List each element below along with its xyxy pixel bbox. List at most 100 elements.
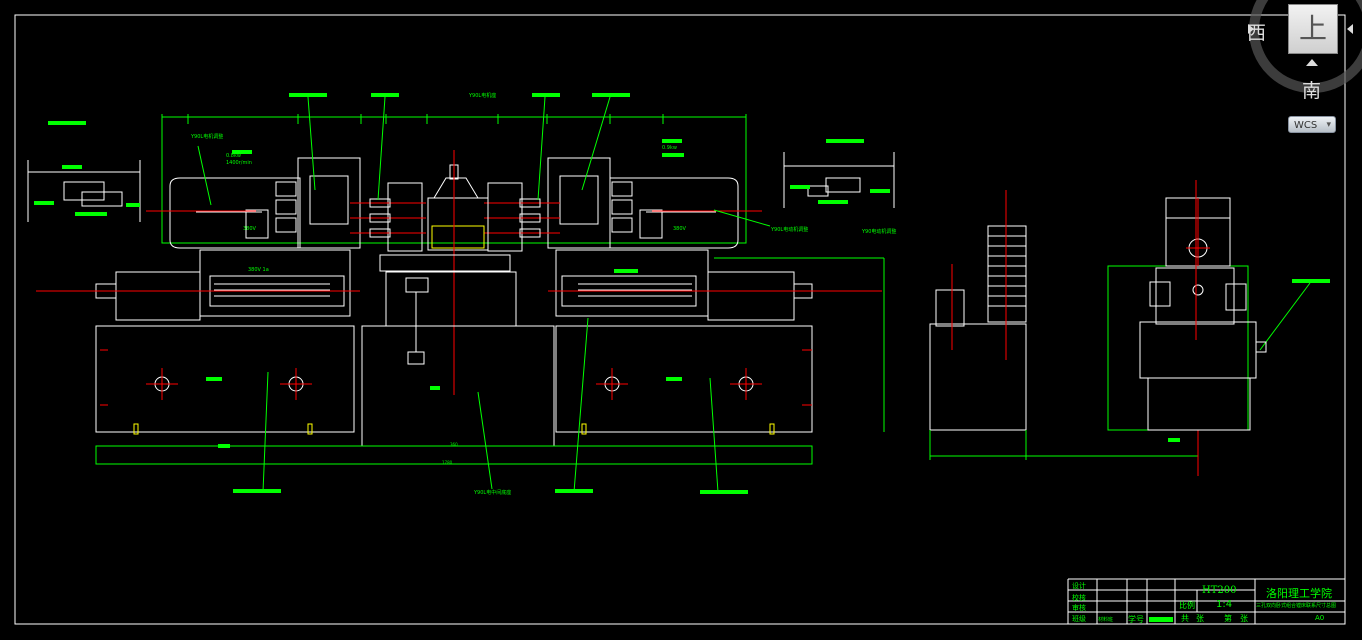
title-block-sheet-unit2: 张 [1240, 614, 1248, 623]
viewcube-west-label[interactable]: 西 [1247, 22, 1267, 44]
leader-line [262, 371, 269, 493]
right-hydraulic-cylinder [707, 271, 795, 321]
side-view-handle [1255, 341, 1267, 353]
side-view-bore-small [1192, 284, 1204, 296]
arrow-up-icon[interactable] [1306, 59, 1318, 66]
title-block [1067, 578, 1345, 624]
arrow-right-icon[interactable] [1347, 24, 1353, 34]
leader-line [713, 209, 771, 227]
tool-holder [369, 228, 391, 238]
tool-holder [519, 213, 541, 223]
leader-line [197, 145, 212, 206]
center-base [361, 325, 555, 447]
viewcube-south-label[interactable]: 南 [1302, 80, 1322, 102]
left-motor-body [169, 177, 301, 249]
side-view-base-upper [1139, 321, 1257, 379]
fixture-body [427, 197, 489, 251]
hydraulic-pump [935, 289, 965, 327]
fixture-top [433, 177, 479, 199]
dim-total: 1780 [442, 460, 453, 465]
left-spindle-box [387, 182, 423, 252]
leader-label-bar [790, 185, 810, 189]
viewcube-ring [1248, 0, 1362, 93]
hydraulic-radiator [987, 225, 1027, 323]
arrow-left-icon[interactable] [1248, 24, 1254, 34]
fixture-workpiece [431, 225, 485, 249]
detail-block [81, 191, 123, 207]
anchor-bolt [769, 423, 775, 435]
base-dimension-box [95, 445, 813, 465]
left-motor-window [245, 209, 269, 239]
leader-label-bar [818, 200, 848, 204]
leader-label-bar [700, 490, 748, 494]
leader-label-bar [1292, 279, 1330, 283]
tool-holder [519, 228, 541, 238]
anchor-bolt [307, 423, 313, 435]
leader-label-bar [232, 150, 252, 154]
right-motor-slot [611, 217, 633, 233]
title-block-review-row: 审核 [1072, 604, 1086, 612]
left-motor-note: Y90L电机调整 [191, 134, 224, 140]
right-motor-window [639, 209, 663, 239]
dim-mid: 360 [450, 442, 458, 447]
leader-label-bar [233, 489, 281, 493]
right-motor-slot [611, 199, 633, 215]
leader-line [377, 96, 386, 201]
detail-block [807, 185, 829, 197]
left-motor-slot [275, 217, 297, 233]
viewcube-widget[interactable] [1240, 0, 1362, 140]
drawing-frame [14, 14, 1346, 625]
center-top-note: Y90L电机座 [469, 93, 497, 99]
center-bearing [405, 277, 429, 293]
outer-border [14, 14, 1346, 625]
bottom-center-note: Y90L电中间底座 [474, 490, 512, 496]
leader-label-bar [48, 121, 86, 125]
title-block-school: 洛阳理工学院 [1266, 587, 1332, 600]
center-rod-foot [407, 351, 425, 365]
side-view-fixture [1155, 267, 1235, 325]
right-motor-panel [559, 175, 599, 225]
leader-label-bar [666, 377, 682, 381]
tool-holder [369, 198, 391, 208]
viewcube-top-face[interactable]: 上 [1288, 4, 1338, 54]
leader-line [573, 317, 589, 493]
leader-label-bar [75, 212, 107, 216]
title-block-sheet-total: 共 [1181, 614, 1189, 623]
side-view-envelope [1107, 265, 1249, 431]
side-view-motor [1149, 281, 1171, 307]
left-motor-slot [275, 181, 297, 197]
machine-assembly-drawing [27, 93, 1330, 494]
leader-label-bar [1168, 438, 1180, 442]
right-spindle-box [487, 182, 523, 252]
leader-line [307, 96, 316, 191]
left-motor-panel [309, 175, 349, 225]
left-motor-slot [275, 199, 297, 215]
title-block-class-row: 班级 [1072, 615, 1086, 623]
leader-label-bar [430, 386, 440, 390]
title-block-scale-label: 比例 [1179, 601, 1195, 610]
anchor-bolt [133, 423, 139, 435]
left-voltage: 380V [243, 226, 256, 232]
leader-label-bar [592, 93, 630, 97]
left-power-1: 0.8kw [226, 153, 241, 159]
title-block-paper-size: A0 [1315, 614, 1325, 622]
leader-label-bar [206, 377, 222, 381]
right-power: 0.9kw [662, 145, 677, 151]
slide-left-label: 380V 1a [248, 267, 269, 273]
wcs-dropdown[interactable]: WCS [1288, 116, 1336, 134]
title-block-design-row: 设计 [1072, 582, 1086, 590]
leader-label-bar [289, 93, 327, 97]
side-view-motor [1225, 283, 1247, 311]
tool-holder [369, 213, 391, 223]
leader-label-bar [371, 93, 399, 97]
right-base [555, 325, 813, 433]
leader-label-bar [662, 153, 684, 157]
leader-label-bar [126, 203, 140, 207]
title-block-student-id: 学号 [1128, 615, 1144, 624]
leader-line [537, 96, 546, 201]
leader-label-bar [62, 165, 82, 169]
leader-line [581, 96, 611, 191]
right-motor-body [609, 177, 739, 249]
detail-block [63, 181, 105, 201]
